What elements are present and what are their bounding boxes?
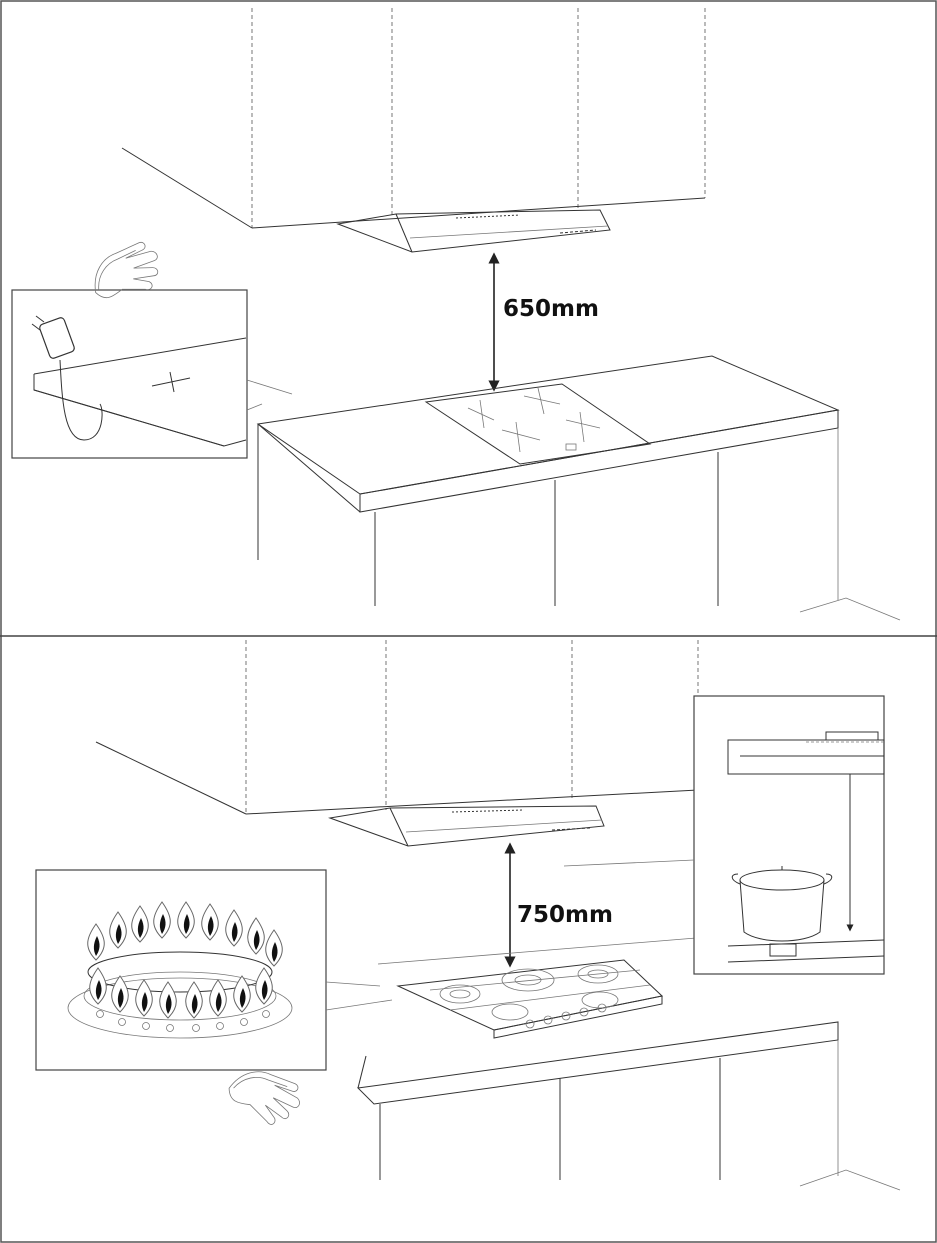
wall-cabinets-top xyxy=(121,8,706,229)
countertop-bottom xyxy=(356,937,901,1191)
hob-control-knobs xyxy=(525,1003,607,1029)
height-label-650: 650mm xyxy=(503,296,599,322)
inset-burner-flames xyxy=(35,869,327,1125)
hand-icon xyxy=(94,241,159,299)
burner-ports xyxy=(96,1010,270,1032)
hand-icon-gas xyxy=(228,1071,300,1125)
inset-pot-under-hood xyxy=(693,695,885,975)
inset-electric-plug xyxy=(11,241,248,459)
cooking-pot-icon xyxy=(731,866,833,942)
range-hood-bottom xyxy=(328,805,605,847)
wall-cabinets-bottom xyxy=(95,640,699,815)
countertop-top xyxy=(256,355,901,621)
glass-hob xyxy=(424,383,652,465)
range-hood-top xyxy=(336,209,611,253)
gas-hob xyxy=(396,959,664,1039)
height-label-750: 750mm xyxy=(517,902,613,928)
gas-hob-panel: 750mm xyxy=(35,640,901,1191)
electric-hob-panel: 650mm xyxy=(11,8,901,621)
